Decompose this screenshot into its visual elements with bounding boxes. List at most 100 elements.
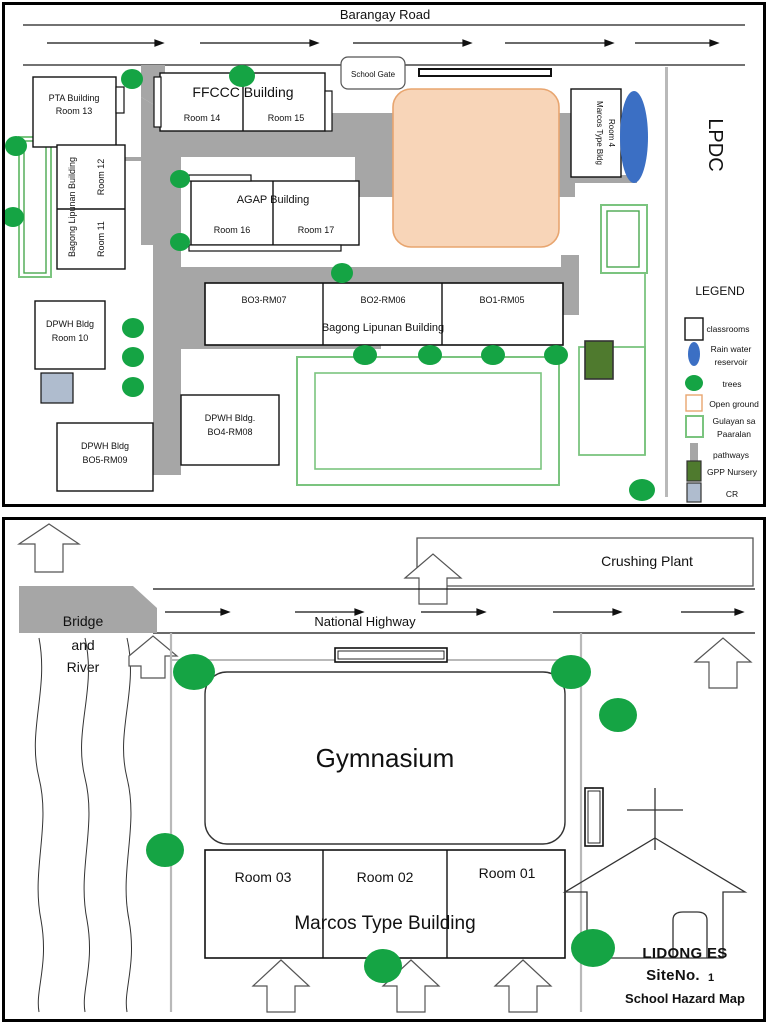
title-line-1: LIDONG ES: [642, 945, 727, 962]
gulayan-bottom-plot: [296, 356, 560, 486]
evacuation-arrows-bottom: [251, 637, 753, 1013]
legend-label-open-ground: Open ground: [709, 399, 759, 409]
legend-label-reservoir-line2: reservoir: [714, 357, 747, 367]
building-bagong-lipunan-vertical: Bagong Lipunan Building Room 12 Room 11: [56, 144, 126, 270]
evacuation-arrows-top: [17, 523, 463, 605]
legend-label-gulayan-line1: Gulayan sa: [713, 416, 756, 426]
building-marcos-type-4: Marcos Type Bldg Room 4: [570, 88, 622, 178]
dpwh-bo4-name: DPWH Bldg.: [205, 413, 256, 423]
classroom-swatch: [684, 317, 704, 341]
gate-bar: [418, 68, 552, 77]
tree-icon: [170, 233, 190, 251]
cr-comfort-room: [40, 372, 74, 404]
pathway-swatch: [690, 443, 698, 467]
map-title-block: LIDONG ES SiteNo. 1 School Hazard Map: [625, 945, 745, 1006]
tree-icon: [5, 136, 27, 156]
crushing-plant-label: Crushing Plant: [601, 553, 693, 569]
bridge-label-line1: Bridge: [63, 613, 104, 629]
tree-icon: [122, 377, 144, 397]
legend-label-reservoir-line1: Rain water: [711, 344, 752, 354]
bagong-horiz-name: Bagong Lipunan Building: [322, 322, 444, 334]
barangay-road-label: Barangay Road: [340, 7, 430, 22]
bagong-vert-room-11: Room 11: [96, 221, 106, 257]
tree-icon: [146, 833, 184, 867]
title-line-2b: 1: [708, 972, 714, 984]
evacuation-arrow-icon: [493, 959, 553, 1013]
gulayan-right-plot: [578, 204, 648, 456]
tree-icon: [629, 479, 655, 501]
marcos-type-4-room: Room 4: [607, 119, 616, 148]
building-marcos-type: Room 03 Room 02 Room 01 Marcos Type Buil…: [204, 849, 566, 959]
tree-icon: [599, 698, 637, 732]
tree-icon: [170, 170, 190, 188]
agap-room-16: Room 16: [214, 225, 251, 235]
tree-icon: [353, 345, 377, 365]
lpdc-label: LPDC: [704, 118, 726, 171]
dpwh-10-room: Room 10: [52, 333, 89, 343]
tree-icon: [571, 929, 615, 967]
open-ground-area: [392, 88, 560, 248]
building-pta: PTA Building Room 13: [32, 76, 125, 148]
title-line-2a: SiteNo.: [646, 967, 700, 984]
tree-icon: [173, 654, 215, 690]
bridge-label-line3: River: [67, 659, 100, 675]
building-gymnasium: Gymnasium: [204, 671, 566, 845]
dpwh-bo5-name: DPWH Bldg: [81, 441, 129, 451]
rain-water-reservoir: [620, 91, 648, 183]
dpwh-bo5-room: BO5-RM09: [82, 455, 127, 465]
crushing-plant: Crushing Plant: [416, 537, 754, 587]
bottom-map-drawing: Crushing Plant National Highway: [17, 523, 755, 1013]
ffccc-building-name: FFCCC Building: [192, 84, 293, 100]
tree-icon: [229, 65, 255, 87]
marcos-room-02: Room 02: [357, 869, 414, 885]
marcos-room-01: Room 01: [479, 865, 536, 881]
evacuation-arrow-icon: [693, 637, 753, 689]
building-bagong-lipunan-horizontal: BO3-RM07 BO2-RM06 BO1-RM05 Bagong Lipuna…: [204, 282, 564, 346]
ffccc-room-14: Room 14: [184, 113, 221, 123]
reservoir-swatch: [688, 342, 700, 366]
evacuation-arrow-icon: [17, 523, 81, 573]
gpp-nursery-swatch: [686, 460, 702, 482]
building-dpwh-bo5-rm09: DPWH Bldg BO5-RM09: [56, 422, 154, 492]
legend-label-classrooms: classrooms: [707, 324, 750, 334]
legend-label-cr: CR: [726, 489, 738, 499]
stage-bar-inner: [337, 650, 445, 660]
tree-icon: [364, 949, 402, 983]
legend-label-gpp-nursery: GPP Nursery: [707, 467, 758, 477]
pta-building-room: Room 13: [56, 106, 93, 116]
dpwh-bo4-room: BO4-RM08: [207, 427, 252, 437]
building-dpwh-bo4-rm08: DPWH Bldg. BO4-RM08: [180, 394, 280, 466]
title-line-3: School Hazard Map: [625, 991, 745, 1006]
tree-icon: [121, 69, 143, 89]
gpp-nursery: [584, 340, 614, 380]
trees-top-map: [5, 65, 655, 501]
school-gate-label: School Gate: [351, 70, 396, 79]
open-ground-swatch: [685, 394, 703, 412]
tree-swatch: [685, 375, 703, 391]
evacuation-arrow-icon: [251, 959, 311, 1013]
building-dpwh-room-10: DPWH Bldg Room 10: [34, 300, 106, 370]
agap-room-17: Room 17: [298, 225, 335, 235]
bo1-rm05-label: BO1-RM05: [479, 295, 524, 305]
pta-building-name: PTA Building: [49, 93, 100, 103]
bo3-rm07-label: BO3-RM07: [241, 295, 286, 305]
school-gate[interactable]: School Gate: [340, 56, 406, 90]
bagong-vert-name: Bagong Lipunan Building: [67, 157, 77, 257]
trees-bottom-map: [146, 654, 637, 983]
bottom-site-map-panel: Crushing Plant National Highway: [2, 517, 766, 1022]
tree-icon: [122, 318, 144, 338]
tree-icon: [551, 655, 591, 689]
highway-direction-arrows: [165, 608, 745, 616]
gulayan-left-strip: [18, 136, 52, 278]
tree-icon: [331, 263, 353, 283]
tree-icon: [481, 345, 505, 365]
evacuation-arrow-icon: [403, 553, 463, 605]
bagong-vert-room-12: Room 12: [96, 159, 106, 196]
top-site-map-panel: Barangay Road: [2, 2, 766, 507]
legend: LEGEND classrooms Rain water reservoir t…: [684, 284, 759, 503]
top-map-drawing: Barangay Road: [5, 7, 759, 503]
gymnasium-label: Gymnasium: [316, 743, 455, 773]
marcos-type-4-name: Marcos Type Bldg: [595, 101, 604, 165]
marcos-room-03: Room 03: [235, 869, 292, 885]
